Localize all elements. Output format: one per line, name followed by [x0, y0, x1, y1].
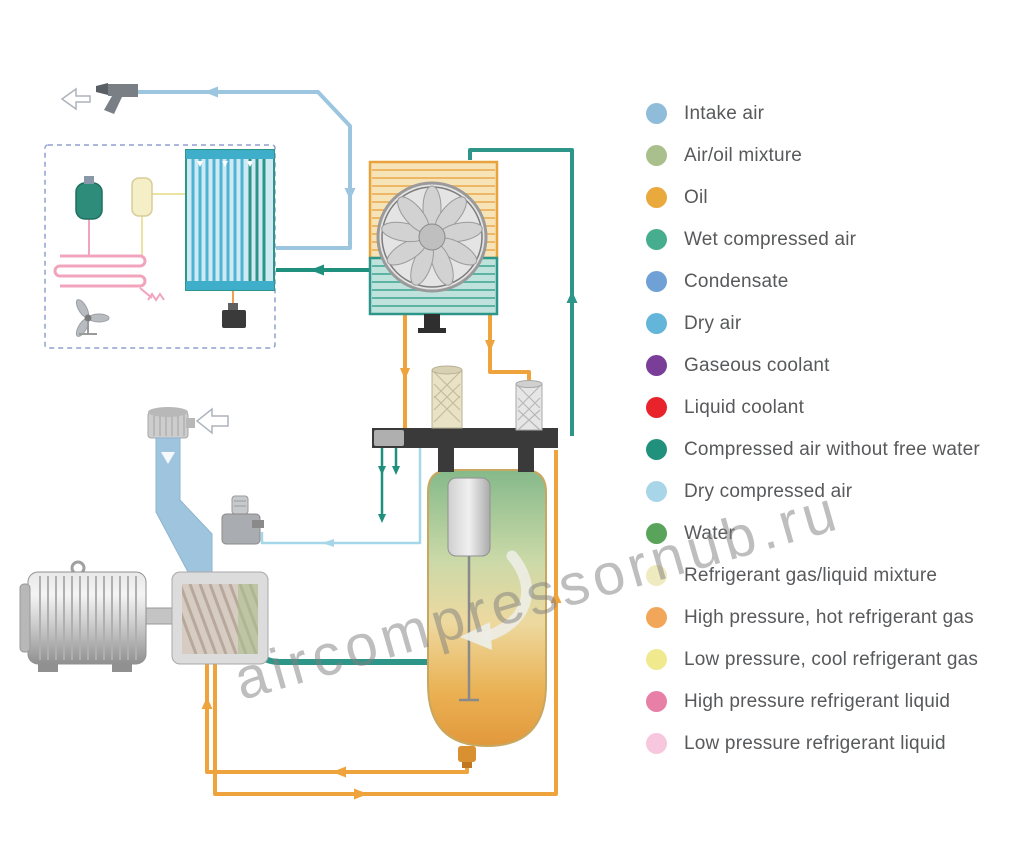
- legend-item-label: Low pressure, cool refrigerant gas: [684, 648, 979, 670]
- legend-item: Low pressure, cool refrigerant gas: [646, 649, 980, 670]
- minimum-pressure-valve: [374, 430, 404, 446]
- legend-color-dot: [646, 481, 667, 502]
- legend-item: Refrigerant gas/liquid mixture: [646, 565, 980, 586]
- legend-color-dot: [646, 229, 667, 250]
- flow-down-arrow-icon: [161, 452, 175, 464]
- capillary-coil: [147, 292, 165, 302]
- legend-color-dot: [646, 439, 667, 460]
- dryer-fan: [75, 299, 110, 337]
- legend-item-label: Dry compressed air: [684, 480, 853, 502]
- blow-gun: [60, 83, 138, 114]
- coolant-receiver-tank: [75, 176, 103, 220]
- legend-color-dot: [646, 607, 667, 628]
- legend-item-label: Dry air: [684, 312, 742, 334]
- legend-item: Condensate: [646, 271, 980, 292]
- legend-item: High pressure refrigerant liquid: [646, 691, 980, 712]
- legend-color-dot: [646, 397, 667, 418]
- legend-color-dot: [646, 271, 667, 292]
- electric-motor: [19, 560, 177, 672]
- legend-item: Dry compressed air: [646, 481, 980, 502]
- legend-item: Dry air: [646, 313, 980, 334]
- air-oil-discharge-line: [249, 645, 431, 665]
- oil-filter: [515, 380, 543, 431]
- legend-item: High pressure, hot refrigerant gas: [646, 607, 980, 628]
- legend-item: Gaseous coolant: [646, 355, 980, 376]
- control-air-line: [260, 448, 422, 547]
- refrigerant-dryer-module: [44, 144, 276, 349]
- separator-element: [447, 477, 491, 557]
- air-out-arrow-icon: [60, 87, 91, 111]
- legend-item: Intake air: [646, 103, 980, 124]
- legend-item: Liquid coolant: [646, 397, 980, 418]
- legend-item: Water: [646, 523, 980, 544]
- oil-separator-filter: [431, 365, 463, 429]
- legend-item: Compressed air without free water: [646, 439, 980, 460]
- cooling-fan: [376, 181, 488, 293]
- compressed-air-without-water-line: [276, 264, 370, 276]
- legend-item-label: Wet compressed air: [684, 228, 857, 250]
- legend-item-label: Compressed air without free water: [684, 438, 980, 460]
- legend-item-label: Water: [684, 522, 735, 544]
- legend-item: Wet compressed air: [646, 229, 980, 250]
- legend-item-label: Condensate: [684, 270, 789, 292]
- oil-drain: [458, 746, 476, 762]
- legend-item: Oil: [646, 187, 980, 208]
- legend-item-label: Air/oil mixture: [684, 144, 803, 166]
- intake-arrow-icon: [195, 407, 229, 435]
- legend-item-label: Gaseous coolant: [684, 354, 830, 376]
- cooler-unit: [368, 160, 499, 333]
- legend-item-label: Intake air: [684, 102, 765, 124]
- dry-air-line: [138, 86, 356, 250]
- fan-mount: [424, 314, 440, 328]
- refrigerant-separator: [131, 177, 153, 217]
- legend-item-label: Liquid coolant: [684, 396, 805, 418]
- legend-color-dot: [646, 649, 667, 670]
- legend-item-label: Low pressure refrigerant liquid: [684, 732, 946, 754]
- legend-color-dot: [646, 691, 667, 712]
- discharge-manifold: [372, 428, 558, 472]
- legend-color-dot: [646, 187, 667, 208]
- legend-color-dot: [646, 733, 667, 754]
- condensate-drain-stubs: [378, 448, 400, 523]
- legend-color-dot: [646, 523, 667, 544]
- legend-item-label: High pressure, hot refrigerant gas: [684, 606, 974, 628]
- swirl-arrow-icon: [482, 550, 532, 642]
- legend-item: Air/oil mixture: [646, 145, 980, 166]
- inlet-valve: [221, 495, 264, 545]
- legend-color-dot: [646, 103, 667, 124]
- wet-compressed-air-riser: [468, 148, 578, 436]
- condenser-coil: [53, 254, 147, 288]
- dryer-heat-exchanger: [185, 149, 275, 291]
- legend-item-label: High pressure refrigerant liquid: [684, 690, 951, 712]
- legend-color-dot: [646, 565, 667, 586]
- legend-item-label: Oil: [684, 186, 708, 208]
- air-intake-filter: [147, 407, 229, 439]
- refrigerant-compressor: [222, 303, 246, 328]
- compressor-element: [171, 571, 269, 665]
- oil-separator-vessel: [427, 469, 547, 768]
- oil-lines: [201, 314, 562, 800]
- legend-item: Low pressure refrigerant liquid: [646, 733, 980, 754]
- legend-color-dot: [646, 145, 667, 166]
- flow-diagram: [19, 83, 578, 800]
- legend-color-dot: [646, 355, 667, 376]
- legend-item-label: Refrigerant gas/liquid mixture: [684, 564, 938, 586]
- intake-pipe: [155, 437, 213, 573]
- legend-color-dot: [646, 313, 667, 334]
